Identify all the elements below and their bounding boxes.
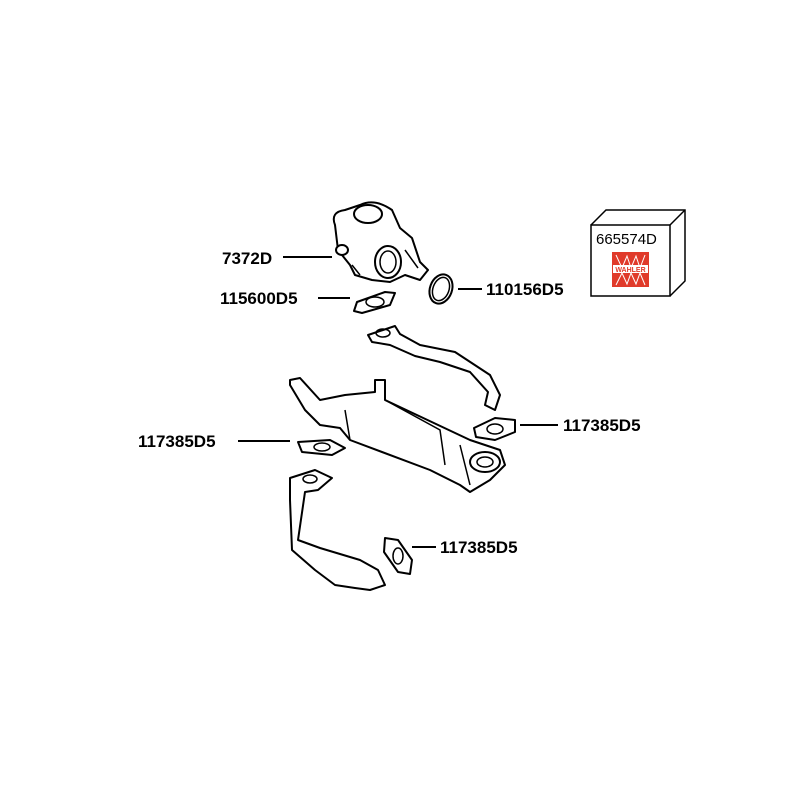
label-egr-valve: 7372D <box>222 249 273 268</box>
label-gasket-right: 117385D5 <box>563 416 641 435</box>
gasket-right-drawing <box>473 417 516 441</box>
o-ring-drawing <box>428 273 454 305</box>
label-valve-gasket: 115600D5 <box>220 289 298 308</box>
kit-box: WAHLER <box>590 209 686 297</box>
label-o-ring: 110156D5 <box>486 280 564 299</box>
label-gasket-bottom: 117385D5 <box>440 538 518 557</box>
lower-pipe-drawing <box>289 469 386 591</box>
gasket-left-drawing <box>297 439 346 456</box>
valve-gasket-drawing <box>353 291 396 314</box>
wahler-logo-text: WAHLER <box>615 267 645 274</box>
label-gasket-left: 117385D5 <box>138 432 216 451</box>
gasket-bottom-drawing <box>383 537 413 575</box>
kit-part-number: 665574D <box>596 231 657 248</box>
egr-valve-drawing <box>332 201 429 283</box>
upper-pipe-drawing <box>367 325 501 411</box>
egr-cooler-drawing <box>289 377 506 493</box>
